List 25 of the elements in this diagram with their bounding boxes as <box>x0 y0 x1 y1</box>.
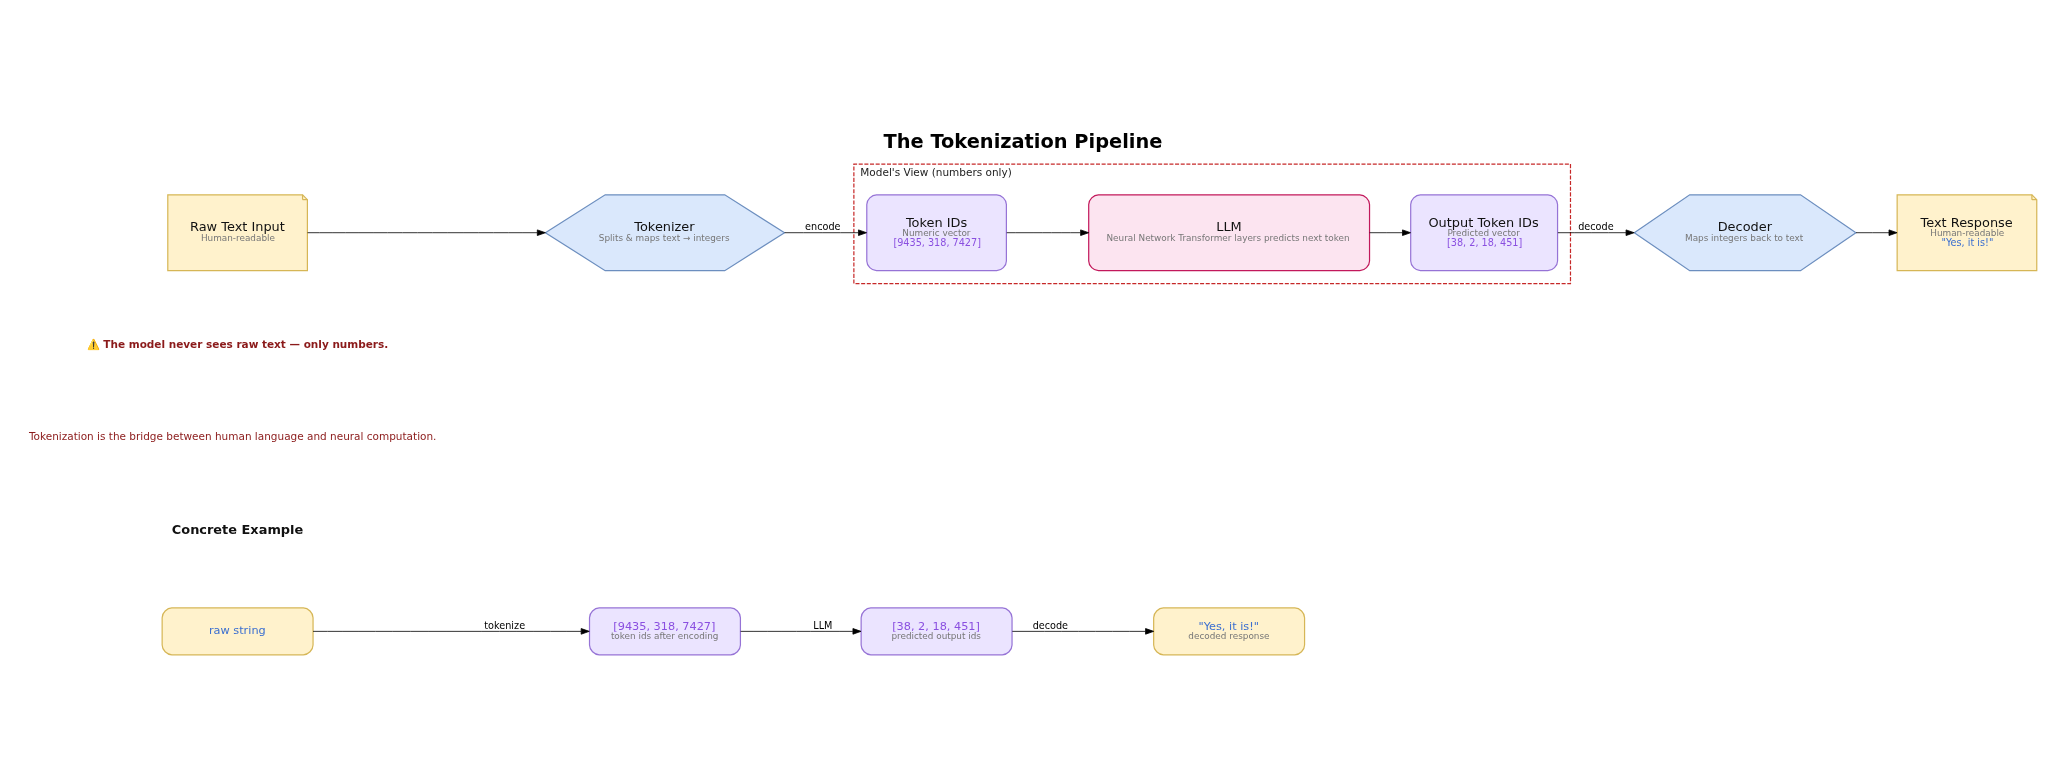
arrow <box>312 627 590 635</box>
edge-label: encode <box>805 220 841 232</box>
edge-label: LLM <box>813 619 833 631</box>
arrow <box>784 229 867 236</box>
arrow <box>740 627 862 635</box>
label: Concrete Example <box>171 521 304 537</box>
diagram-title: The Tokenization Pipeline <box>883 129 1163 153</box>
edge-label: decode <box>1032 619 1069 631</box>
arrow <box>1369 229 1411 236</box>
edge-label: decode <box>1578 220 1614 232</box>
node-box: LLM Neural Network Transformer layers predicts next token <box>1088 193 1371 271</box>
node-box: Token IDs Numeric vector [9435, 318, 7427] <box>866 193 1007 271</box>
arrow <box>1557 229 1635 236</box>
node-box: [38, 2, 18, 451] predicted output ids <box>860 606 1013 655</box>
arrow <box>307 229 546 236</box>
edge-label: tokenize <box>484 619 526 631</box>
node-box: Output Token IDs Predicted vector [38, 2, 18, 451] <box>1410 193 1559 271</box>
arrow <box>1006 229 1090 236</box>
label: Tokenization is the bridge between human language and neural computation. <box>28 429 437 442</box>
arrow <box>1855 229 1898 236</box>
label: ⚠ The model never sees raw text — only numbers. <box>86 337 389 350</box>
arrow <box>1011 627 1155 635</box>
node-box: raw string <box>161 606 314 655</box>
node-box: "Yes, it is!" decoded response <box>1153 606 1306 655</box>
node-box: [9435, 318, 7427] token ids after encoding <box>588 606 742 655</box>
